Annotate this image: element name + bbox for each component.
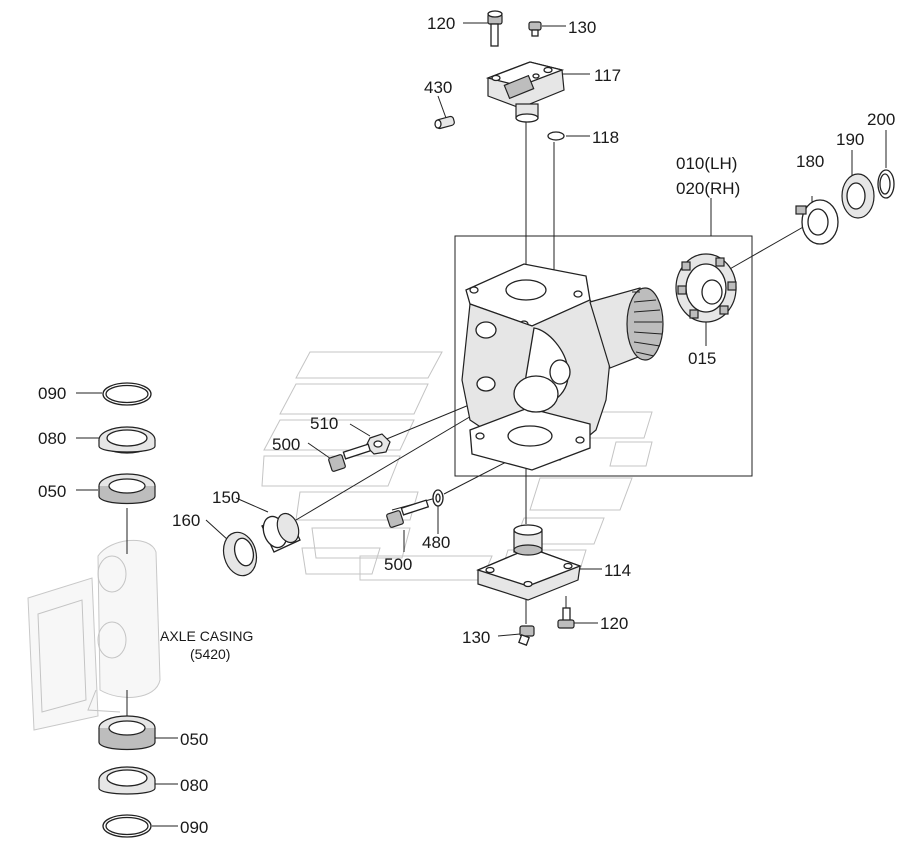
callout-500-upper: 500 (272, 435, 300, 454)
nut-510 (365, 433, 391, 455)
callout-160: 160 (172, 511, 200, 530)
thrust-washer-180 (795, 199, 839, 245)
callout-118: 118 (592, 128, 619, 147)
knuckle-housing (461, 263, 664, 471)
callout-120-bottom: 120 (600, 614, 628, 633)
callout-080-top: 080 (38, 429, 66, 448)
callout-500-lower: 500 (384, 555, 412, 574)
seal-080-bottom (98, 766, 156, 795)
ring-gear-015 (675, 253, 737, 323)
callout-120-top: 120 (427, 14, 455, 33)
grease-nipple-130-bottom (518, 625, 535, 646)
sleeve-150 (261, 512, 301, 553)
callout-090-bottom: 090 (180, 818, 208, 837)
axle-casing-ghost (27, 539, 161, 731)
o-ring-090-bottom (102, 814, 152, 838)
grease-nipple-130-top (528, 21, 542, 37)
callout-050-top: 050 (38, 482, 66, 501)
callout-010-lh: 010(LH) (676, 154, 737, 173)
housing-reference-box (454, 235, 753, 477)
callout-130-bottom: 130 (462, 628, 490, 647)
axle-casing-ref: (5420) (190, 646, 230, 662)
callout-114: 114 (604, 561, 631, 580)
top-cover-117 (485, 61, 565, 123)
o-ring-118 (547, 131, 565, 141)
bearing-050-bottom (98, 715, 156, 751)
callout-080-bottom: 080 (180, 776, 208, 795)
callout-190: 190 (836, 130, 864, 149)
snap-ring-200 (877, 169, 895, 199)
seal-080-top (98, 426, 156, 454)
callout-015: 015 (688, 349, 716, 368)
bolt-500-lower (386, 499, 430, 528)
callout-130-top: 130 (568, 18, 596, 37)
washer-480 (432, 489, 444, 507)
bolt-120-top (487, 10, 503, 47)
bearing-050-top (98, 473, 156, 505)
pin-430 (434, 115, 455, 130)
seal-160 (222, 531, 258, 577)
callout-480: 480 (422, 533, 450, 552)
callout-430: 430 (424, 78, 452, 97)
callout-180: 180 (796, 152, 824, 171)
bolt-500-upper (328, 443, 372, 472)
leader-lines (76, 22, 887, 827)
o-ring-090-top (102, 382, 152, 406)
callout-090-top: 090 (38, 384, 66, 403)
axle-casing-title: AXLE CASING (160, 628, 253, 644)
callout-050-bottom: 050 (180, 730, 208, 749)
callout-020-rh: 020(RH) (676, 179, 740, 198)
callout-150: 150 (212, 488, 240, 507)
bearing-190 (841, 173, 875, 219)
callout-117: 117 (594, 66, 621, 85)
callout-labels: 120 130 117 430 118 010(LH) 020(RH) 180 … (38, 14, 895, 837)
spline-teeth (632, 291, 663, 357)
bolt-120-bottom (557, 607, 575, 629)
bottom-cover-114 (476, 524, 582, 601)
callout-510: 510 (310, 414, 338, 433)
callout-200: 200 (867, 110, 895, 129)
